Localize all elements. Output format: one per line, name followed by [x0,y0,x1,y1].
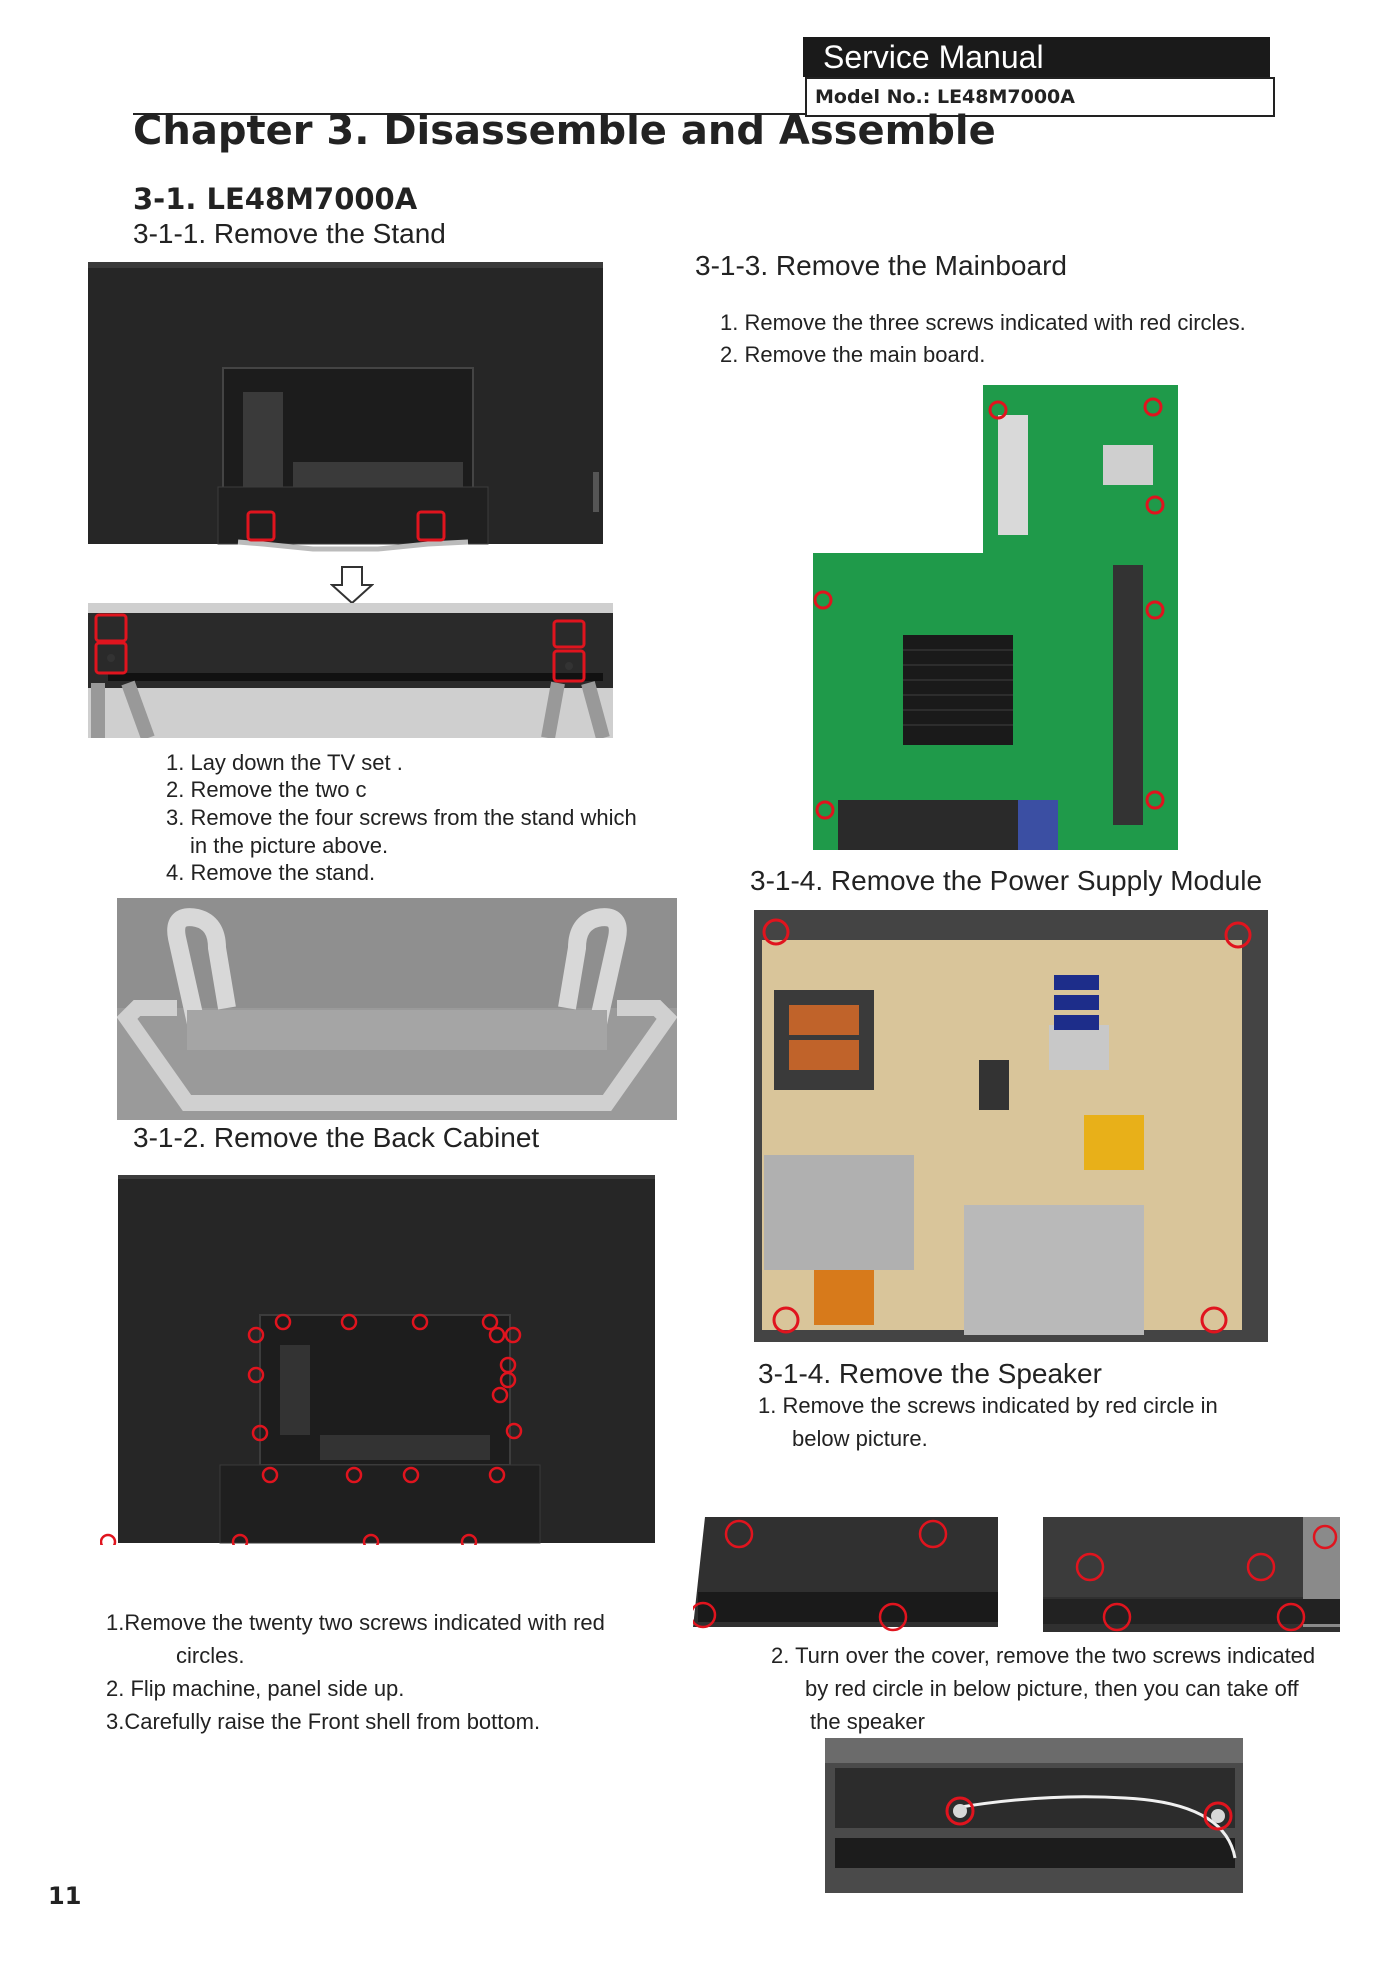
chapter-title: Chapter 3. Disassemble and Assemble [133,108,996,154]
down-arrow-icon [330,565,374,605]
back-cabinet-photo [100,1175,656,1545]
mainboard-step-1: 1. Remove the three screws indicated wit… [720,310,1246,335]
tv-back-with-stand-photo [88,262,603,557]
mainboard-title: 3-1-3. Remove the Mainboard [695,250,1067,281]
power-supply-photo [754,910,1268,1342]
stand-step-3-cont: in the picture above. [190,833,389,858]
speaker-underside-photo [825,1738,1243,1893]
stand-step-1: 1. Lay down the TV set . [166,750,403,775]
stand-step-4: 4. Remove the stand. [166,860,376,885]
back-cabinet-step-1-cont: circles. [176,1643,245,1668]
stand-closeup-photo [88,603,613,738]
speaker-step-2-cont-2: the speaker [810,1709,925,1734]
section-title: 3-1. LE48M7000A [133,182,418,216]
mainboard-photo [813,385,1178,850]
speaker-photo-right [1043,1517,1340,1632]
speaker-step-2: 2. Turn over the cover, remove the two s… [771,1643,1316,1668]
power-supply-title: 3-1-4. Remove the Power Supply Module [750,865,1263,896]
back-cabinet-step-2: 2. Flip machine, panel side up. [106,1676,405,1701]
back-cabinet-step-1: 1.Remove the twenty two screws indicated… [106,1610,605,1635]
model-number-box: Model No.: LE48M7000A [805,77,1275,117]
back-cabinet-step-3: 3.Carefully raise the Front shell from b… [106,1709,541,1734]
service-manual-banner: Service Manual [803,37,1270,77]
stand-step-2: 2. Remove the two c [166,777,367,802]
back-cabinet-title: 3-1-2. Remove the Back Cabinet [133,1122,540,1153]
stand-base-photo [117,898,677,1120]
header-rule [133,113,805,115]
speaker-step-1-cont: below picture. [792,1426,928,1451]
speaker-title: 3-1-4. Remove the Speaker [758,1358,1102,1389]
stand-title: 3-1-1. Remove the Stand [133,218,446,249]
speaker-photo-left [693,1517,998,1632]
speaker-step-1: 1. Remove the screws indicated by red ci… [758,1393,1218,1418]
speaker-step-2-cont: by red circle in below picture, then you… [805,1676,1299,1701]
mainboard-step-2: 2. Remove the main board. [720,342,986,367]
stand-step-3: 3. Remove the four screws from the stand… [166,805,637,830]
page-number: 11 [48,1882,82,1910]
